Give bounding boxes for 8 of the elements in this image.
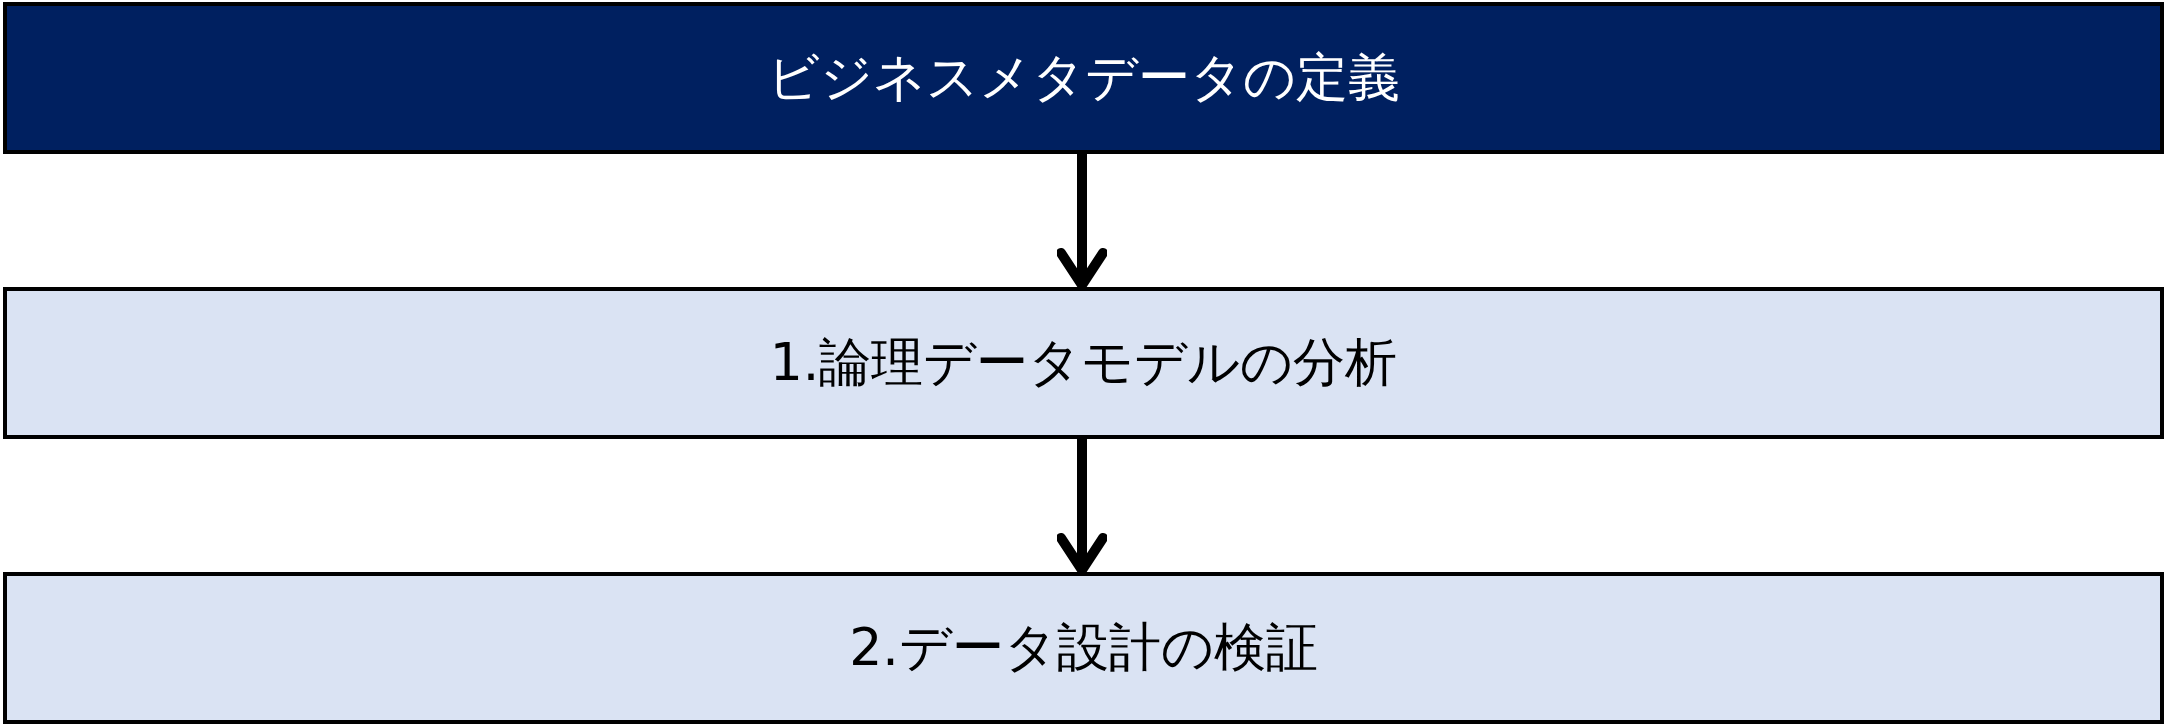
arrow	[1056, 154, 1108, 290]
title-box	[3, 2, 2164, 154]
box-label: 2.データ設計の検証	[849, 616, 1318, 679]
box-label: ビジネスメタデータの定義	[767, 46, 1400, 109]
arrow	[1056, 439, 1108, 575]
process-box	[3, 572, 2164, 724]
box-label: 1.論理データモデルの分析	[769, 331, 1398, 394]
process-box	[3, 287, 2164, 439]
